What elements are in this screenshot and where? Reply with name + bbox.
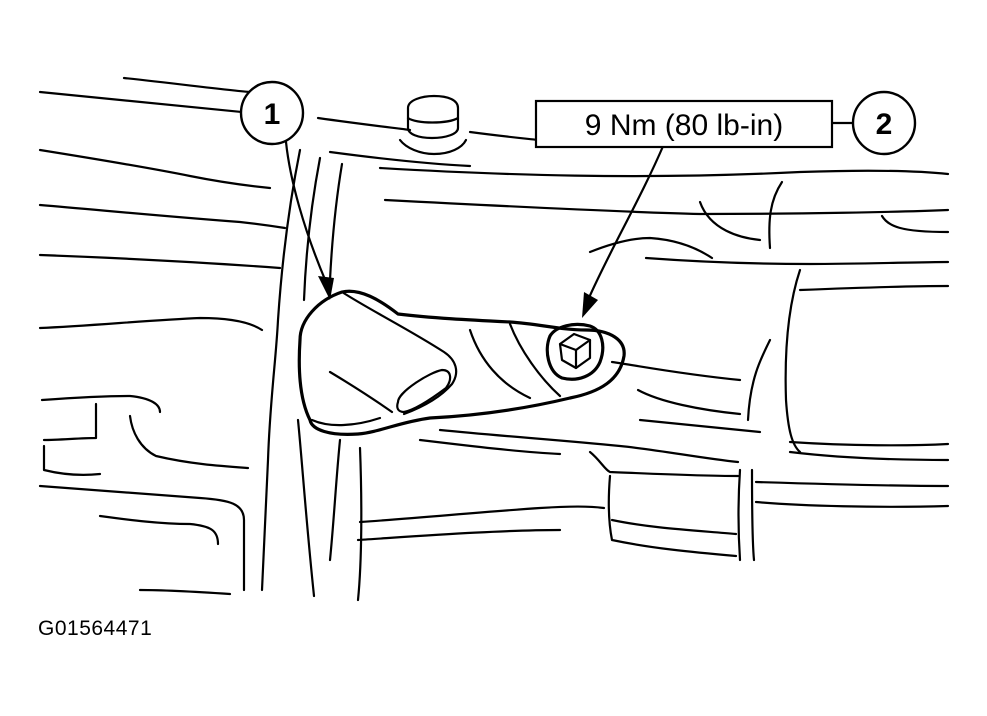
callout-1-circle	[239, 80, 305, 146]
callout-2-number: 2	[876, 108, 893, 141]
bolt	[545, 322, 605, 381]
leader-lines	[284, 121, 854, 318]
callout-1-number: 1	[264, 98, 281, 131]
sensor	[297, 289, 626, 436]
callout-1: 1	[239, 80, 305, 146]
plug-fitting	[398, 94, 468, 156]
callout-2: 2	[851, 90, 917, 156]
torque-spec-text: 9 Nm (80 lb-in)	[585, 109, 783, 142]
torque-spec-box: 9 Nm (80 lb-in)	[534, 99, 834, 149]
housing-linework	[38, 76, 950, 602]
callout-2-circle	[851, 90, 917, 156]
figure-id: G01564471	[38, 617, 153, 640]
